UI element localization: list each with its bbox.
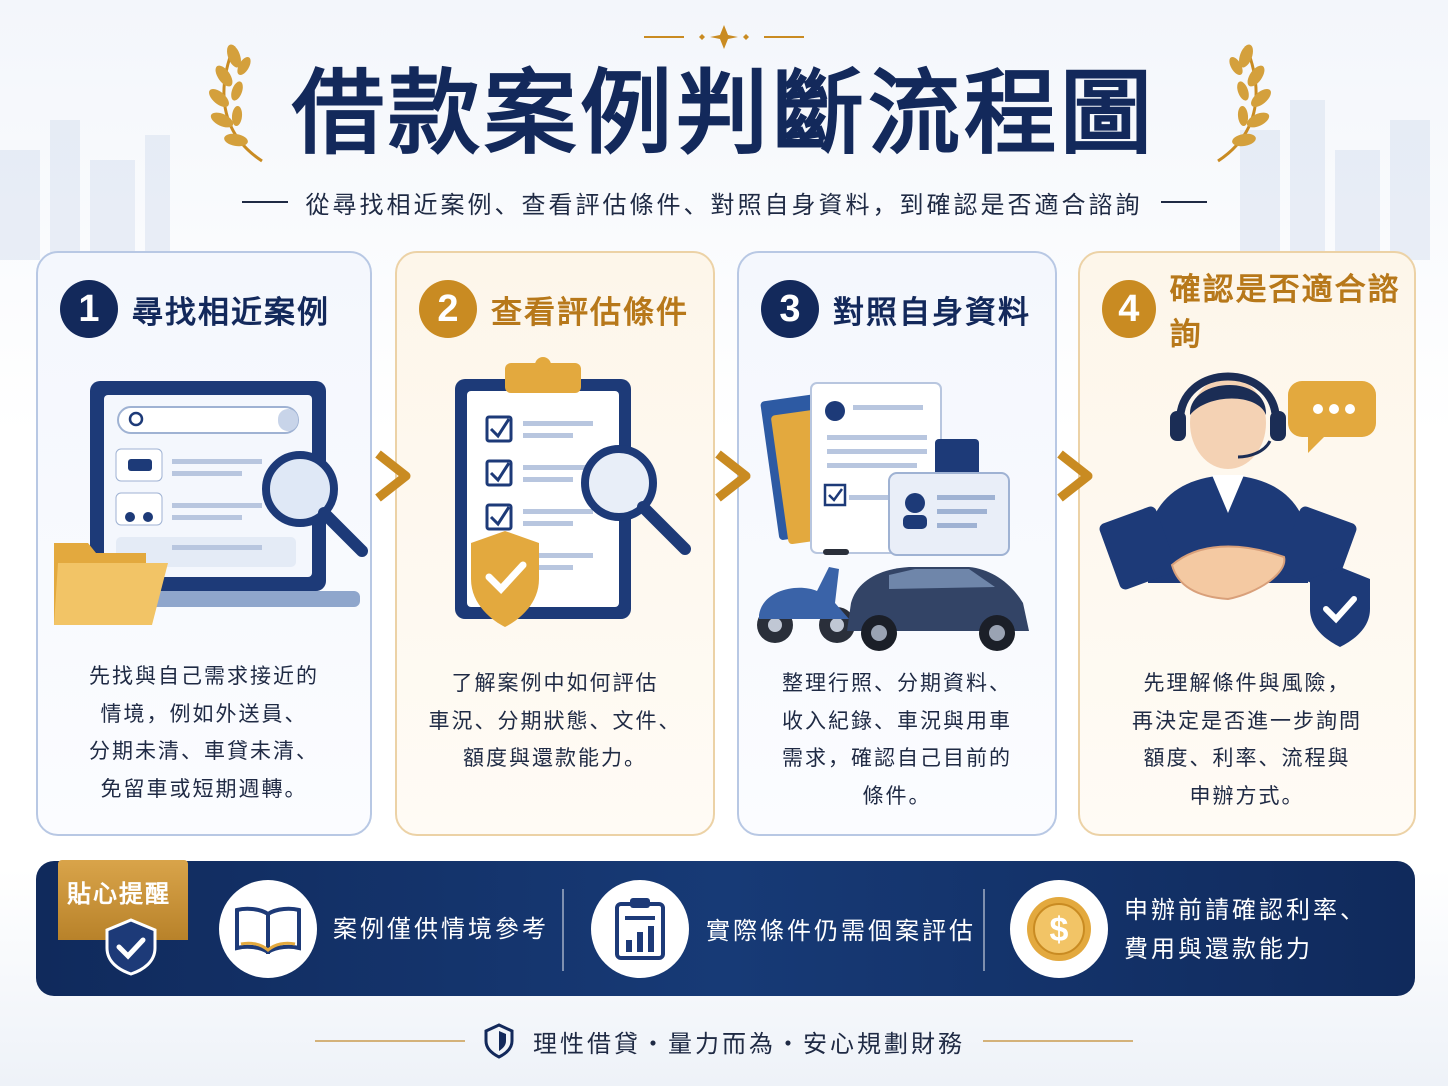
step-line: 先找與自己需求接近的 (89, 664, 319, 688)
step-description-2: 了解案例中如何評估 車況、分期狀態、文件、 額度與還款能力。 (417, 665, 693, 778)
step-header-4: 4 確認是否適合諮詢 (1102, 272, 1414, 353)
report-clipboard-icon (615, 898, 665, 960)
step-description-1: 先找與自己需求接近的 情境，例如外送員、 分期未清、車貸未清、 免留車或短期週轉… (58, 658, 350, 808)
reminder-label: 貼心提醒 (67, 880, 171, 908)
book-icon (235, 906, 301, 954)
step-line: 分期未清、車貸未清、 (89, 739, 319, 763)
step-line: 收入紀錄、車況與用車 (782, 708, 1012, 733)
chevron-right-icon (375, 450, 411, 502)
footer: 理性借貸・量力而為・安心規劃財務 (0, 1018, 1448, 1064)
laptop-search-icon (54, 381, 368, 625)
checklist-clipboard-icon (455, 357, 691, 627)
tip-text-2: 實際條件仍需個案評估 (706, 912, 976, 951)
tip-icon-circle-1 (219, 880, 317, 978)
step-title-2: 查看評估條件 (491, 294, 689, 331)
right-laurel-icon (1217, 44, 1271, 163)
step-card-4: 4 確認是否適合諮詢 先理解條件與風險， 再決定是否進一步詢問 額度、利率、流程… (1078, 251, 1416, 836)
banner-divider (562, 889, 564, 971)
svg-text:$: $ (1050, 911, 1069, 949)
footer-slogan: 理性借貸・量力而為・安心規劃財務 (533, 1029, 965, 1058)
dollar-coin-icon: $ (1027, 897, 1091, 961)
banner-divider (983, 889, 985, 971)
step-line: 申辦方式。 (1189, 783, 1305, 808)
step-card-1: 1 尋找相近案例 先找與自己需求接近的 情境，例如外送員、 分期未清、車貸未清、… (36, 251, 372, 836)
step-line: 先理解條件與風險， (1143, 671, 1351, 695)
tip-icon-circle-3: $ (1010, 880, 1108, 978)
tip-line: 實際條件仍需個案評估 (706, 917, 976, 945)
footer-right-rule (983, 1040, 1133, 1042)
step-number-1: 1 (60, 280, 118, 338)
step-line: 整理行照、分期資料、 (782, 671, 1012, 695)
tip-line: 費用與還款能力 (1124, 935, 1313, 963)
page-title: 借款案例判斷流程圖 (291, 59, 1156, 167)
chevron-right-icon (715, 450, 751, 502)
tip-text-3: 申辦前請確認利率、 費用與還款能力 (1124, 891, 1367, 969)
step-header-3: 3 對照自身資料 (761, 277, 1031, 341)
step-title-3: 對照自身資料 (833, 294, 1031, 331)
step-line: 再決定是否進一步詢問 (1132, 708, 1362, 733)
footer-left-rule (315, 1040, 465, 1042)
step-title-1: 尋找相近案例 (132, 294, 330, 331)
page-subtitle: 從尋找相近案例、查看評估條件、對照自身資料，到確認是否適合諮詢 (305, 190, 1143, 219)
city-skyline-background (0, 100, 1430, 260)
step-line: 條件。 (862, 783, 932, 808)
tip-line: 案例僅供情境參考 (333, 915, 549, 943)
documents-vehicles-icon (757, 382, 1029, 651)
step-line: 車況、分期狀態、文件、 (428, 708, 682, 733)
step-line: 額度、利率、流程與 (1143, 746, 1351, 770)
consultant-handshake-icon (1099, 372, 1376, 647)
step-description-4: 先理解條件與風險， 再決定是否進一步詢問 額度、利率、流程與 申辦方式。 (1100, 665, 1394, 815)
step-title-4: 確認是否適合諮詢 (1169, 272, 1401, 353)
step-line: 免留車或短期週轉。 (100, 776, 308, 801)
tip-line: 申辦前請確認利率、 (1124, 896, 1367, 924)
left-laurel-icon (209, 44, 263, 163)
subtitle-left-rule (241, 201, 288, 203)
step-card-3: 3 對照自身資料 整理行照、分期資料、 收入紀錄、車況與用車 需求，確認自己目前… (737, 251, 1057, 836)
step-number-2: 2 (419, 280, 477, 338)
tip-icon-circle-2 (591, 880, 689, 978)
tip-text-1: 案例僅供情境參考 (333, 910, 549, 949)
step-line: 額度與還款能力。 (463, 746, 647, 770)
step-card-2: 2 查看評估條件 了解案例中如何評估 車況、分期狀態、文件、 額度與還款能力。 (395, 251, 715, 836)
step-number-4: 4 (1102, 280, 1156, 338)
step-header-2: 2 查看評估條件 (419, 277, 689, 341)
step-line: 情境，例如外送員、 (100, 701, 308, 726)
step-header-1: 1 尋找相近案例 (60, 277, 330, 341)
decorative-stars-icon (644, 25, 804, 49)
chevron-right-icon (1057, 450, 1093, 502)
subtitle-right-rule (1160, 201, 1207, 203)
subtitle-row: 從尋找相近案例、查看評估條件、對照自身資料，到確認是否適合諮詢 (0, 182, 1448, 222)
step-description-3: 整理行照、分期資料、 收入紀錄、車況與用車 需求，確認自己目前的 條件。 (759, 665, 1035, 815)
shield-check-icon (105, 918, 157, 976)
step-line: 需求，確認自己目前的 (782, 746, 1012, 770)
shield-icon (484, 1023, 514, 1059)
step-number-3: 3 (761, 280, 819, 338)
step-line: 了解案例中如何評估 (451, 671, 659, 695)
